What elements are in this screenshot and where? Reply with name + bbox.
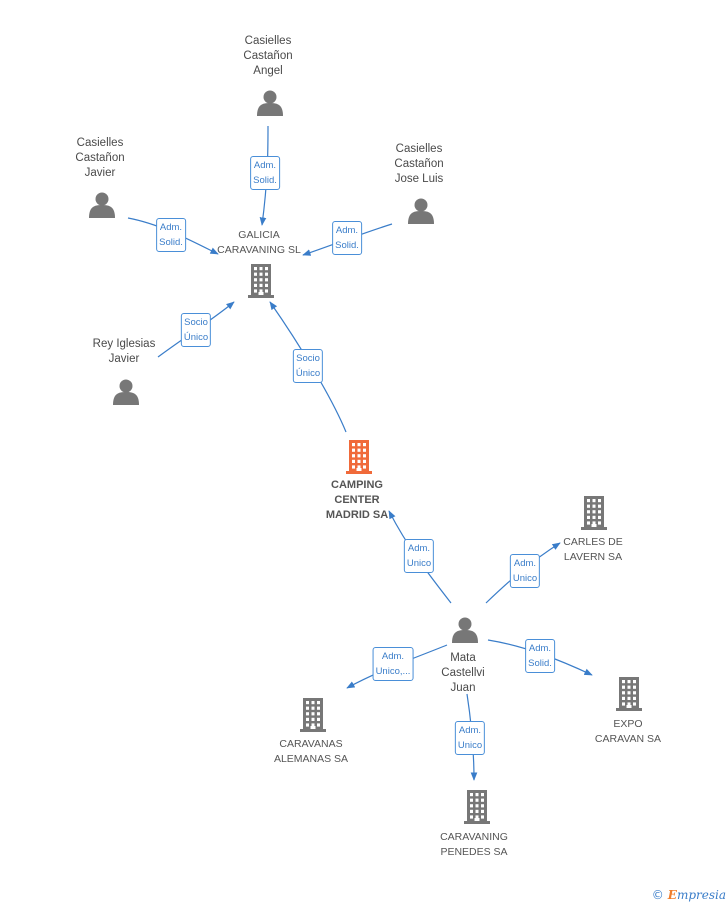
company-icon[interactable] bbox=[300, 698, 326, 732]
person-icon[interactable] bbox=[257, 90, 283, 117]
edge-label[interactable]: Adm. Unico bbox=[509, 554, 541, 588]
node-label-carles[interactable]: CARLES DE LAVERN SA bbox=[563, 536, 623, 563]
focus-company-icon[interactable] bbox=[346, 440, 372, 474]
node-label-mata[interactable]: Mata Castellvi Juan bbox=[441, 652, 485, 694]
edge-label[interactable]: Adm. Solid. bbox=[250, 156, 280, 190]
node-label-galicia[interactable]: GALICIA CARAVANING SL bbox=[217, 229, 301, 256]
node-label-expo[interactable]: EXPO CARAVAN SA bbox=[594, 718, 662, 745]
company-icon[interactable] bbox=[464, 790, 490, 824]
node-label-alemanas[interactable]: CARAVANAS ALEMANAS SA bbox=[273, 738, 349, 765]
edge-label[interactable]: Adm. Unico bbox=[403, 539, 435, 573]
empresia-footer[interactable]: ©Empresia bbox=[652, 888, 726, 902]
edge-label[interactable]: Adm. Solid. bbox=[525, 639, 555, 673]
company-icon[interactable] bbox=[616, 677, 642, 711]
node-label-joseluis[interactable]: Casielles Castañon Jose Luis bbox=[394, 143, 444, 185]
person-icon[interactable] bbox=[452, 617, 478, 644]
brand-initial: E bbox=[667, 888, 677, 902]
edge-label[interactable]: Adm. Solid. bbox=[156, 218, 186, 252]
edge-label[interactable]: Socio Único bbox=[180, 313, 212, 347]
person-icon[interactable] bbox=[408, 198, 434, 225]
company-icon[interactable] bbox=[248, 264, 274, 298]
node-label-camping[interactable]: CAMPING CENTER MADRID SA bbox=[325, 479, 389, 521]
copyright-icon: © bbox=[651, 888, 664, 902]
node-label-rey[interactable]: Rey Iglesias Javier bbox=[92, 338, 156, 365]
edge-label[interactable]: Adm. Unico,... bbox=[372, 647, 414, 681]
edge-label[interactable]: Adm. Solid. bbox=[332, 221, 362, 255]
edge-label[interactable]: Socio Único bbox=[292, 349, 324, 383]
node-label-angel[interactable]: Casielles Castañon Angel bbox=[243, 35, 293, 77]
edge-label[interactable]: Adm. Unico bbox=[454, 721, 486, 755]
node-label-javier-c[interactable]: Casielles Castañon Javier bbox=[75, 137, 125, 179]
node-label-penedes[interactable]: CARAVANING PENEDES SA bbox=[440, 831, 508, 858]
brand-name: mpresia bbox=[676, 888, 726, 902]
person-icon[interactable] bbox=[89, 192, 115, 219]
company-icon[interactable] bbox=[581, 496, 607, 530]
person-icon[interactable] bbox=[113, 379, 139, 406]
